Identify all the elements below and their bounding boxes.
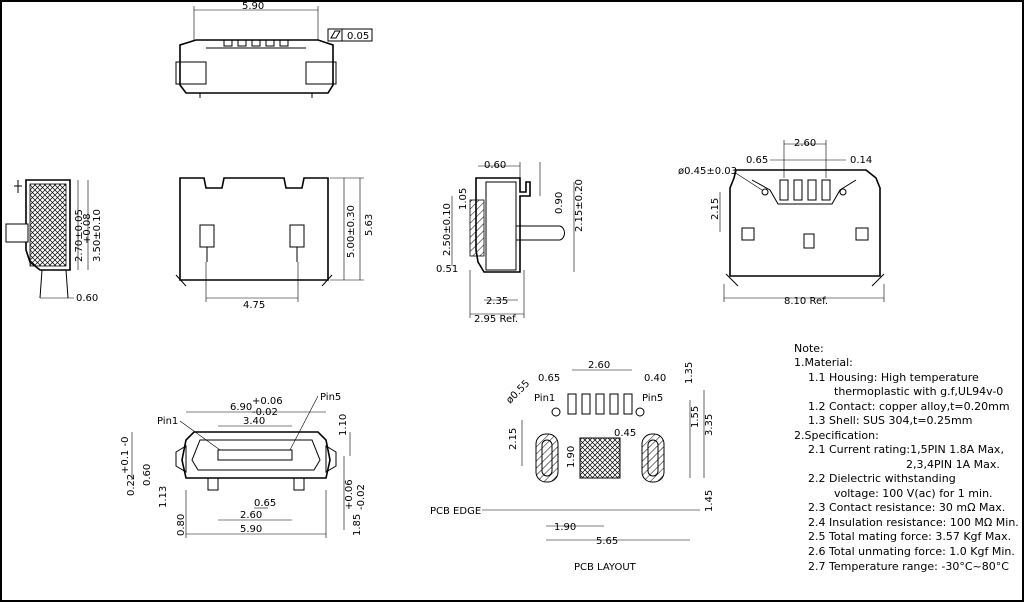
dim-profile-d: 2.15±0.20: [574, 179, 585, 232]
note-line-6: 2.Specification:: [794, 429, 879, 442]
dim-side-height-a-tol: +0.08: [82, 213, 93, 244]
notes-block: Note: 1.Material: 1.1 Housing: High temp…: [794, 342, 1019, 573]
dim-rear-width: 8.10 Ref.: [784, 296, 828, 307]
bottom-view: Pin1 Pin5 6.90 +0.06 -0.02 3.40 1.10 0.2…: [120, 392, 367, 538]
dim-profile-e: 2.50±0.10: [442, 203, 453, 256]
dim-side-height-a: 2.70±0.05: [74, 209, 85, 262]
note-line-3: thermoplastic with g.f,UL94v-0: [834, 385, 1003, 398]
dim-profile-g: 2.35: [486, 296, 508, 307]
note-line-11: 2.3 Contact resistance: 30 mΩ Max.: [808, 501, 1005, 514]
note-line-1: 1.Material:: [794, 356, 853, 369]
profile-view: 0.60 1.05 0.90 2.15±0.20 2.50±0.10 0.51 …: [436, 160, 585, 325]
dim-profile-h: 2.95 Ref.: [474, 314, 518, 325]
dim-pcb-i: 3.35: [704, 414, 715, 436]
note-line-5: 1.3 Shell: SUS 304,t=0.25mm: [808, 414, 972, 427]
label-pcb-layout: PCB LAYOUT: [574, 562, 637, 573]
dim-bottom-w2: 3.40: [243, 416, 265, 427]
dim-bottom-total-w: 5.90: [240, 524, 262, 535]
top-view: 5.90 0.05: [175, 1, 373, 98]
dim-rear-hole: ø0.45±0.03: [678, 166, 737, 177]
dim-bottom-left-b: 0.60: [142, 464, 153, 486]
dim-rear-pitch-b: 2.60: [794, 138, 816, 149]
dim-profile-b: 1.05: [458, 188, 469, 210]
dim-bottom-right-tol-dn: -0.02: [356, 484, 367, 510]
dim-profile-a: 0.60: [484, 160, 506, 171]
dim-pcb-h: 1.55: [690, 406, 701, 428]
side-section-view: 2.70±0.05 +0.08 3.50±0.10 0.60: [5, 179, 103, 304]
dim-front-height-a: 5.00±0.30: [346, 205, 357, 258]
note-line-8: 2,3,4PIN 1A Max.: [906, 458, 1000, 471]
dim-bottom-h1: 1.10: [338, 414, 349, 436]
label-bottom-pin5: Pin5: [320, 392, 341, 403]
dim-pcb-j: 1.45: [704, 490, 715, 512]
dim-pcb-l: 5.65: [596, 536, 618, 547]
dim-bottom-w1-tol-up: +0.06: [252, 396, 283, 407]
dim-front-width-inner: 4.75: [243, 300, 265, 311]
label-bottom-pin1: Pin1: [157, 416, 178, 427]
dim-bottom-right-h: 1.85: [352, 514, 363, 536]
note-line-13: 2.5 Total mating force: 3.57 Kgf Max.: [808, 530, 1011, 543]
note-line-4: 1.2 Contact: copper alloy,t=0.20mm: [808, 400, 1010, 413]
dim-pcb-c: 0.40: [644, 373, 666, 384]
dim-profile-c: 0.90: [554, 192, 565, 214]
dim-bottom-left-a: 0.22: [126, 474, 137, 496]
dim-pcb-a: 0.65: [538, 373, 560, 384]
note-line-0: Note:: [794, 342, 824, 355]
dim-pcb-g: 0.45: [614, 428, 636, 439]
note-line-12: 2.4 Insulation resistance: 100 MΩ Min.: [808, 516, 1019, 529]
dim-side-height-b: 3.50±0.10: [92, 209, 103, 262]
rear-view: 2.60 0.65 0.14 ø0.45±0.03 2.15 8.10 Ref.: [678, 138, 885, 307]
dim-bottom-left-c: 1.13: [158, 486, 169, 508]
pcb-layout: 1.90 5.65 2.60 0.65 0.40 1.35 ø0.55 Pin1…: [430, 360, 715, 573]
label-pcb-edge: PCB EDGE: [430, 506, 481, 517]
dim-pcb-e: 2.15: [508, 428, 519, 450]
note-line-15: 2.7 Temperature range: -30°C~80°C: [808, 560, 1009, 573]
note-line-9: 2.2 Dielectric withstanding: [808, 472, 956, 485]
dim-pcb-hole: ø0.55: [504, 378, 532, 406]
flatness-tolerance: 0.05: [347, 31, 369, 42]
note-line-7: 2.1 Current rating:1,5PIN 1.8A Max,: [808, 443, 1004, 456]
dim-rear-height: 2.15: [710, 198, 721, 220]
dim-bottom-pitch: 0.65: [254, 498, 276, 509]
dim-bottom-w1-tol-dn: -0.02: [252, 407, 278, 418]
dim-profile-f: 0.51: [436, 264, 458, 275]
label-pcb-pin5: Pin5: [642, 393, 663, 404]
dim-bottom-left-a-tol: +0.1 -0: [120, 437, 131, 474]
dim-pcb-f: 1.90: [566, 446, 577, 468]
dim-top-width: 5.90: [242, 1, 264, 12]
note-line-14: 2.6 Total unmating force: 1.0 Kgf Min.: [808, 545, 1015, 558]
dim-bottom-pins-w: 2.60: [240, 510, 262, 521]
front-view: 4.75 5.00±0.30 5.63: [175, 177, 375, 311]
dim-rear-pitch-c: 0.14: [850, 155, 872, 166]
dim-rear-pitch-a: 0.65: [746, 155, 768, 166]
dim-bottom-right-tol-up: +0.06: [344, 479, 355, 510]
note-line-10: voltage: 100 V(ac) for 1 min.: [834, 487, 993, 500]
label-pcb-pin1: Pin1: [534, 393, 555, 404]
note-line-2: 1.1 Housing: High temperature: [808, 371, 979, 384]
dim-front-height-b: 5.63: [364, 214, 375, 236]
dim-pcb-d: 1.35: [684, 362, 695, 384]
dim-bottom-left-d: 0.80: [176, 514, 187, 536]
dim-pcb-k: 1.90: [554, 522, 576, 533]
dim-bottom-w1: 6.90: [230, 402, 252, 413]
dim-side-bottom: 0.60: [76, 293, 98, 304]
dim-pcb-b: 2.60: [588, 360, 610, 371]
